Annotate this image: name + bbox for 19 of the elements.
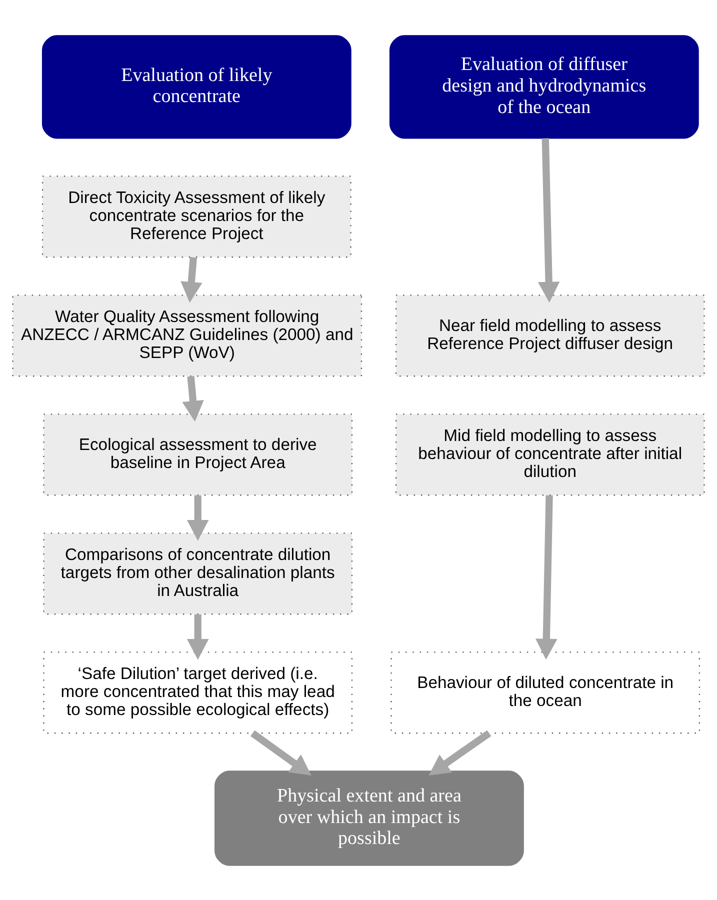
node-box: Water Quality Assessment following ANZECC / ARMCANZ Guidelines (2000) and SEPP (WoV) [12,294,362,376]
node-box: Physical extent and area over which an impact is possible [214,770,524,866]
arrow [250,730,312,775]
arrow [186,494,209,540]
arrow [428,730,492,775]
node-box: Near field modelling to assess Reference Project diffuser design [395,294,705,376]
node-box: Ecological assessment to derive baseline in Project Area [43,413,353,496]
arrow [186,614,209,660]
node-box: Behaviour of diluted concentrate in the ocean [390,651,700,734]
node-box: Evaluation of likely concentrate [42,34,352,138]
arrow [182,376,204,422]
node-box: Direct Toxicity Assessment of likely concentrate scenarios for the Reference Project [42,175,352,258]
node-box: Evaluation of diffuser design and hydrodynamics of the ocean [389,34,699,138]
node-box: Comparisons of concentrate dilution targets from other desalination plants in Australia [43,532,353,614]
node-box: ‘Safe Dilution’ target derived (i.e. more concentrated that this may lead to some possible ecological effects) [43,651,353,734]
node-box: Mid field modelling to assess behaviour of concentrate after initial dilution [395,413,705,496]
arrow [538,138,560,302]
arrow [180,256,202,302]
arrow [536,494,558,660]
